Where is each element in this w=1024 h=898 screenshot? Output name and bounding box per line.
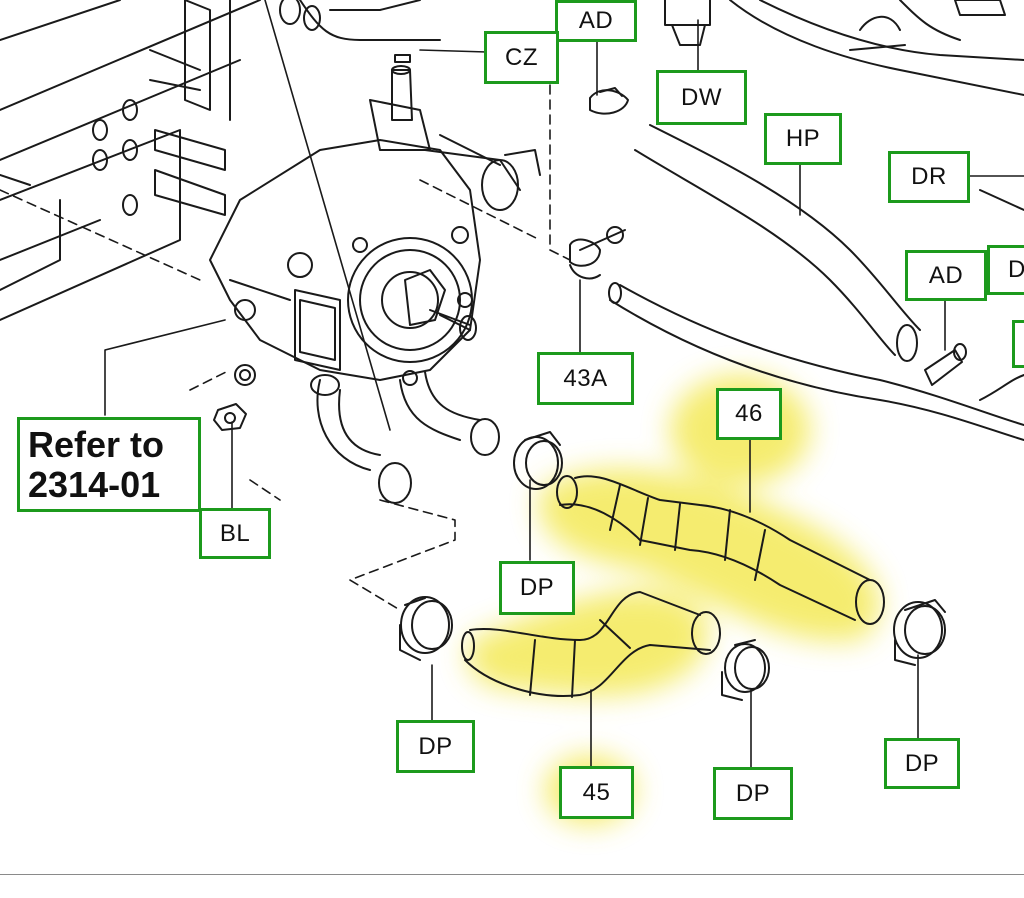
callout-hp[interactable]: HP xyxy=(764,113,842,165)
callout-43a[interactable]: 43A xyxy=(537,352,634,405)
upper-right-bracket xyxy=(729,0,1024,401)
callout-refer-to[interactable]: Refer to 2314-01 xyxy=(17,417,201,512)
callout-dp-center[interactable]: DP xyxy=(499,561,575,615)
mounting-frame xyxy=(0,0,261,321)
callout-dp-bottom[interactable]: DP xyxy=(713,767,793,820)
top-pipe xyxy=(279,0,441,41)
fittings xyxy=(213,0,967,431)
coolant-hose-icon xyxy=(608,124,1024,441)
leader-lines xyxy=(0,0,1024,768)
pressure-regulator-icon xyxy=(209,54,541,386)
hose-clamp-icon xyxy=(399,431,946,701)
callout-45[interactable]: 45 xyxy=(559,766,634,819)
callout-dp-left[interactable]: DP xyxy=(396,720,475,773)
callout-partial-edge[interactable] xyxy=(1012,320,1024,368)
coolant-hose-45 xyxy=(461,591,721,698)
callout-d-partial[interactable]: D xyxy=(987,245,1024,295)
callout-ad-right[interactable]: AD xyxy=(905,250,987,301)
callout-cz[interactable]: CZ xyxy=(484,31,559,84)
callout-dp-right[interactable]: DP xyxy=(884,738,960,789)
callout-bl[interactable]: BL xyxy=(199,508,271,559)
callout-dr[interactable]: DR xyxy=(888,151,970,203)
callout-ad-top[interactable]: AD xyxy=(555,0,637,42)
callout-46[interactable]: 46 xyxy=(716,388,782,440)
callout-dw[interactable]: DW xyxy=(656,70,747,125)
coolant-hose-46 xyxy=(556,475,885,625)
page-divider xyxy=(0,874,1024,875)
regulator-outlet-pipe xyxy=(310,371,500,504)
